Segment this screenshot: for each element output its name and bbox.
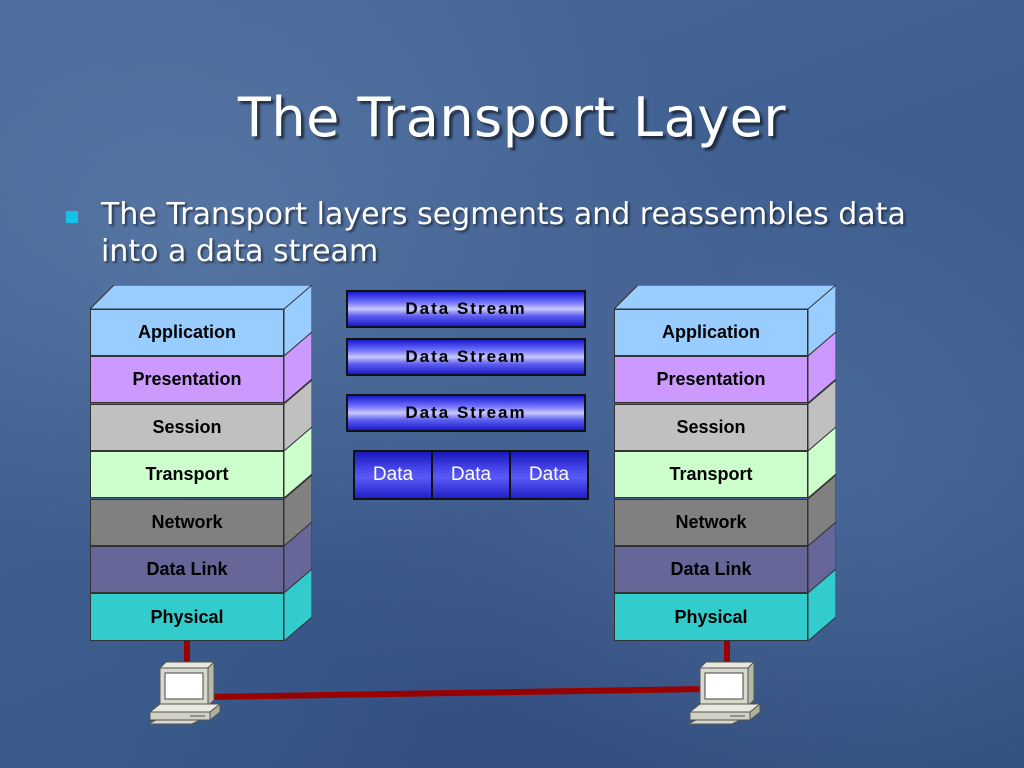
left-layer-application: Application [90,309,284,356]
layer-side-face [283,285,312,358]
layer-side-face [283,521,312,595]
left-layer-network: Network [90,499,284,546]
square-bullet-icon [66,211,78,223]
data-stream-bar: Data Stream [346,338,586,376]
right-layer-presentation: Presentation [614,356,808,403]
layer-side-face [807,426,836,500]
right-computer-icon [687,660,762,725]
left-layer-data-link: Data Link [90,546,284,593]
layer-side-face [283,568,312,641]
layer-side-face [807,285,836,358]
data-stream-bar: Data Stream [346,394,586,432]
data-stream-bar: Data Stream [346,290,586,328]
data-segments: Data Data Data [353,450,589,500]
right-layer-physical: Physical [614,593,808,641]
layer-side-face [807,474,836,548]
right-layer-session: Session [614,404,808,451]
layer-side-face [807,331,836,405]
left-layer-physical: Physical [90,593,284,641]
right-layer-network: Network [614,499,808,546]
left-layer-transport: Transport [90,451,284,498]
right-osi-stack: Application Presentation Session Transpo… [614,285,836,641]
right-stack-top-face [614,285,836,310]
layer-side-face [283,474,312,548]
left-stack-3d-faces [90,285,312,641]
data-segment: Data [511,452,587,498]
right-layer-transport: Transport [614,451,808,498]
left-osi-stack: Application Presentation Session Transpo… [90,285,312,641]
left-computer-icon [147,660,222,725]
layer-side-face [283,379,312,453]
layer-side-face [807,521,836,595]
left-stack-top-face [90,285,312,310]
right-layer-data-link: Data Link [614,546,808,593]
layer-side-face [283,331,312,405]
layer-side-face [807,568,836,641]
layer-side-face [283,426,312,500]
left-layer-presentation: Presentation [90,356,284,403]
right-layer-application: Application [614,309,808,356]
layer-side-face [807,379,836,453]
bullet-text: The Transport layers segments and reasse… [101,197,906,269]
link-cable [204,686,706,700]
data-segment: Data [433,452,511,498]
left-layer-session: Session [90,404,284,451]
slide-title: The Transport Layer [237,86,787,149]
data-segment: Data [355,452,433,498]
